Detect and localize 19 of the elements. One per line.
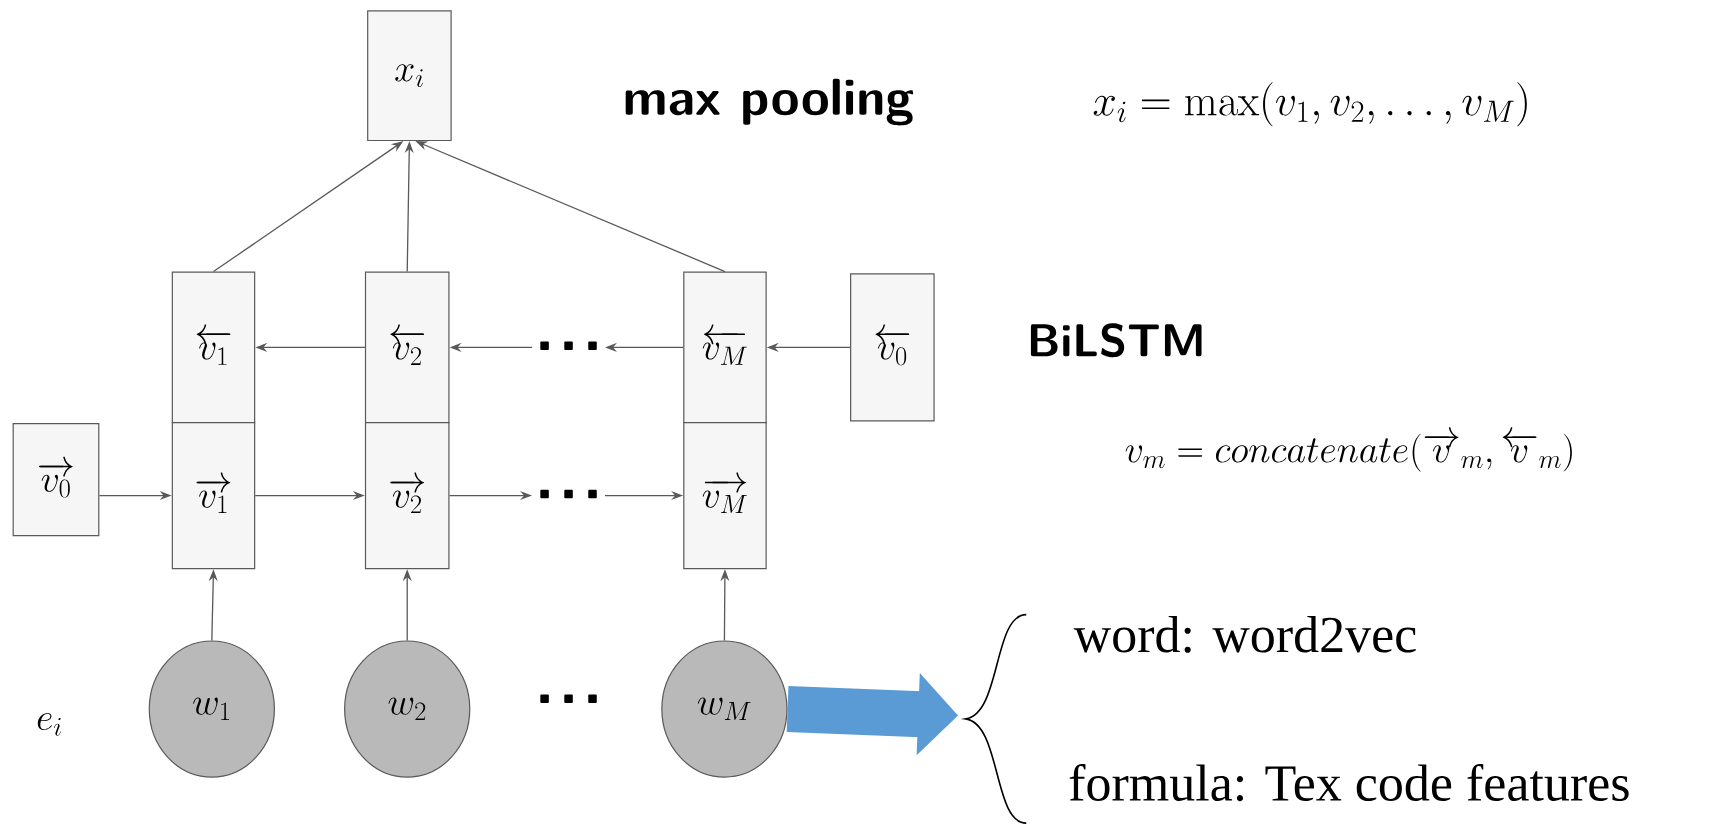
vector-box: $\overleftarrow{v_1}$	[171, 271, 256, 424]
formula: $x_i = \max(v_1, v_2, \ldots, v_M)$	[1093, 82, 1527, 127]
vector-box: $\overleftarrow{v_M}$	[683, 271, 767, 424]
heading: max pooling	[625, 78, 914, 126]
vector-box: $\overleftarrow{v_2}$	[364, 271, 450, 424]
ellipsis: •••	[540, 694, 597, 703]
vector-box: $\overrightarrow{v_M}$	[683, 421, 767, 570]
vector-box: $\overleftarrow{v_0}$	[850, 273, 935, 422]
vector-box: $x_i$	[367, 10, 452, 142]
ellipsis: •••	[540, 341, 597, 351]
vector-box: $\overrightarrow{v_0}$	[12, 423, 100, 537]
feature-text: word: word2vec	[1073, 616, 1416, 653]
heading: BiLSTM	[1030, 323, 1202, 358]
formula: $v_m = concatenate(\overrightarrow{v}_m, \overleftarrow{v}_m)$	[1125, 427, 1572, 472]
feature-text: formula: Tex code features	[1069, 763, 1629, 802]
symbol-label: $e_i$	[37, 712, 61, 736]
vector-box: $\overrightarrow{v_2}$	[364, 421, 450, 570]
ellipsis: •••	[540, 489, 597, 499]
vector-box: $\overrightarrow{v_1}$	[171, 421, 256, 570]
